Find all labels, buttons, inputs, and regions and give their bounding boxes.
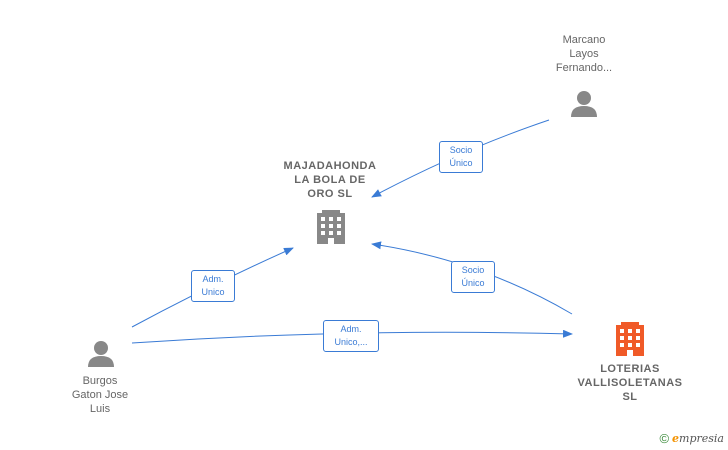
person-icon[interactable] (571, 91, 597, 117)
edge-label-burgos-majadahonda[interactable]: Adm. Unico (191, 270, 235, 302)
edge-label-loterias-majadahonda[interactable]: Socio Único (451, 261, 495, 293)
copyright-icon: © (659, 431, 670, 446)
building-icon[interactable] (317, 210, 345, 244)
person-icon[interactable] (88, 341, 114, 367)
building-icon[interactable] (616, 322, 644, 356)
edge-label-marcano-majadahonda[interactable]: Socio Único (439, 141, 483, 173)
node-label-loterias[interactable]: LOTERIAS VALLISOLETANAS SL (577, 363, 683, 403)
edge-label-burgos-loterias[interactable]: Adm. Unico,... (323, 320, 379, 352)
node-label-burgos[interactable]: Burgos Gaton Jose Luis (71, 375, 129, 415)
node-label-majadahonda[interactable]: MAJADAHONDA LA BOLA DE ORO SL (283, 160, 377, 200)
node-label-marcano[interactable]: Marcano Layos Fernando... (555, 34, 613, 74)
brand-logo: empresia (672, 432, 724, 445)
brand-footer[interactable]: © empresia (659, 431, 724, 446)
